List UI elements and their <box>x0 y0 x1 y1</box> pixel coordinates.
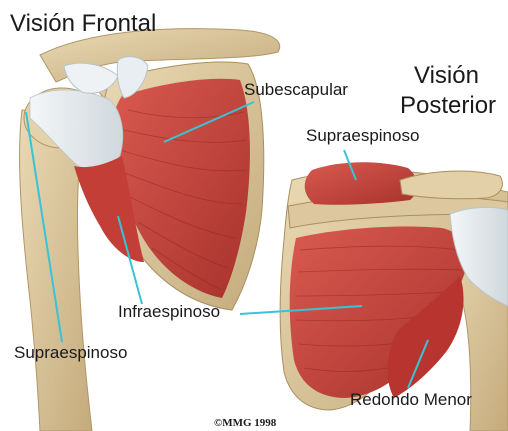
frontal-view-title: Visión Frontal <box>10 10 156 38</box>
copyright-text: ©MMG 1998 <box>214 417 276 429</box>
posterior-view-title-line1: Visión <box>414 62 479 90</box>
label-supraespinoso-back: Supraespinoso <box>306 126 419 146</box>
frontal-view <box>20 29 280 431</box>
label-infraespinoso: Infraespinoso <box>118 302 220 322</box>
posterior-view-title-line2: Posterior <box>400 92 496 120</box>
label-supraespinoso-front: Supraespinoso <box>14 343 127 363</box>
subscapularis-muscle <box>112 79 250 298</box>
label-redondo-menor: Redondo Menor <box>350 390 472 410</box>
acromion-back <box>400 171 502 199</box>
label-subescapular: Subescapular <box>244 80 348 100</box>
